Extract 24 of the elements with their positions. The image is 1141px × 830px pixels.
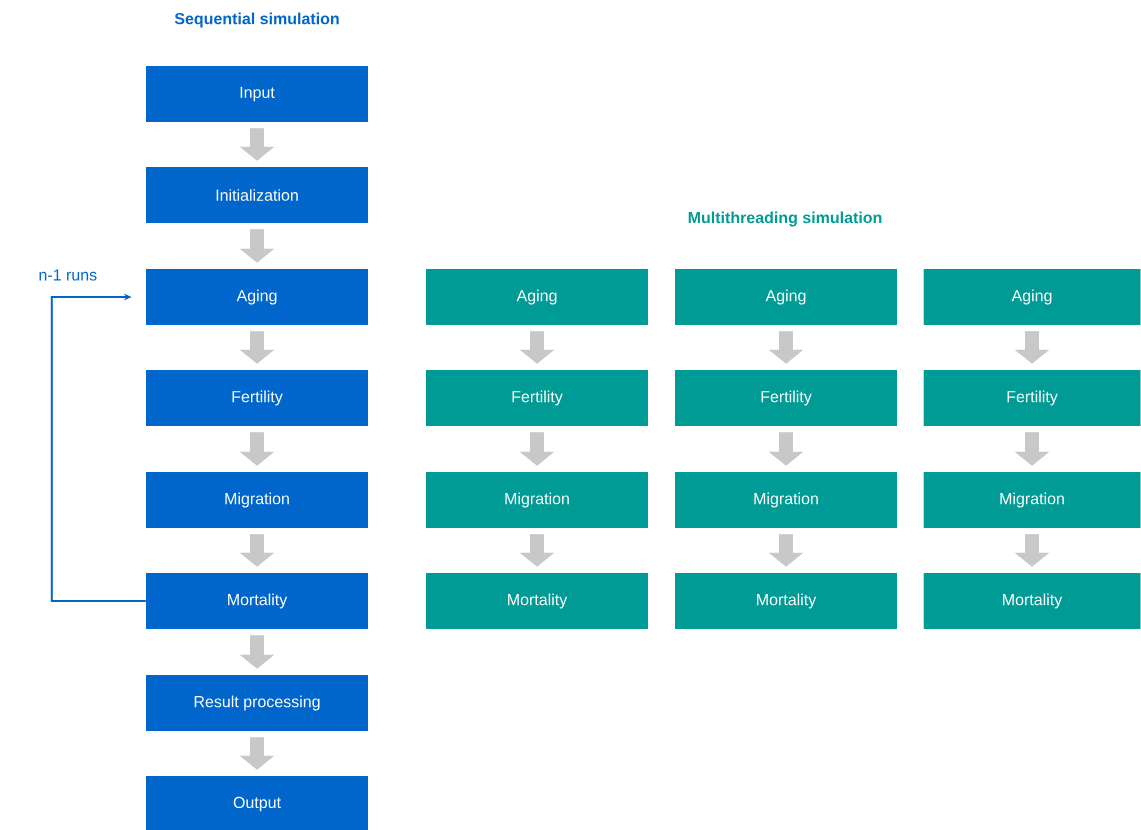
process-box: Output — [146, 776, 368, 830]
process-box: Fertility — [675, 370, 897, 426]
process-box: Aging — [426, 269, 648, 325]
process-box: Fertility — [426, 370, 648, 426]
edge-label: n-1 runs — [39, 269, 97, 281]
loop-arrow — [50, 293, 147, 602]
process-box: Result processing — [146, 675, 368, 731]
section-title: Sequential simulation — [174, 12, 339, 28]
process-box: Initialization — [146, 167, 368, 223]
process-box: Mortality — [675, 573, 897, 629]
process-box: Fertility — [146, 370, 368, 426]
process-box: Mortality — [426, 573, 648, 629]
process-box: Migration — [923, 472, 1141, 528]
process-box: Aging — [923, 269, 1141, 325]
process-box: Migration — [426, 472, 648, 528]
process-box: Fertility — [923, 370, 1141, 426]
process-box: Mortality — [923, 573, 1141, 629]
process-box: Mortality — [146, 573, 368, 629]
process-box: Input — [146, 66, 368, 122]
process-box: Migration — [675, 472, 897, 528]
process-box: Aging — [675, 269, 897, 325]
section-title: Multithreading simulation — [688, 211, 882, 227]
process-box: Aging — [146, 269, 368, 325]
process-box: Migration — [146, 472, 368, 528]
